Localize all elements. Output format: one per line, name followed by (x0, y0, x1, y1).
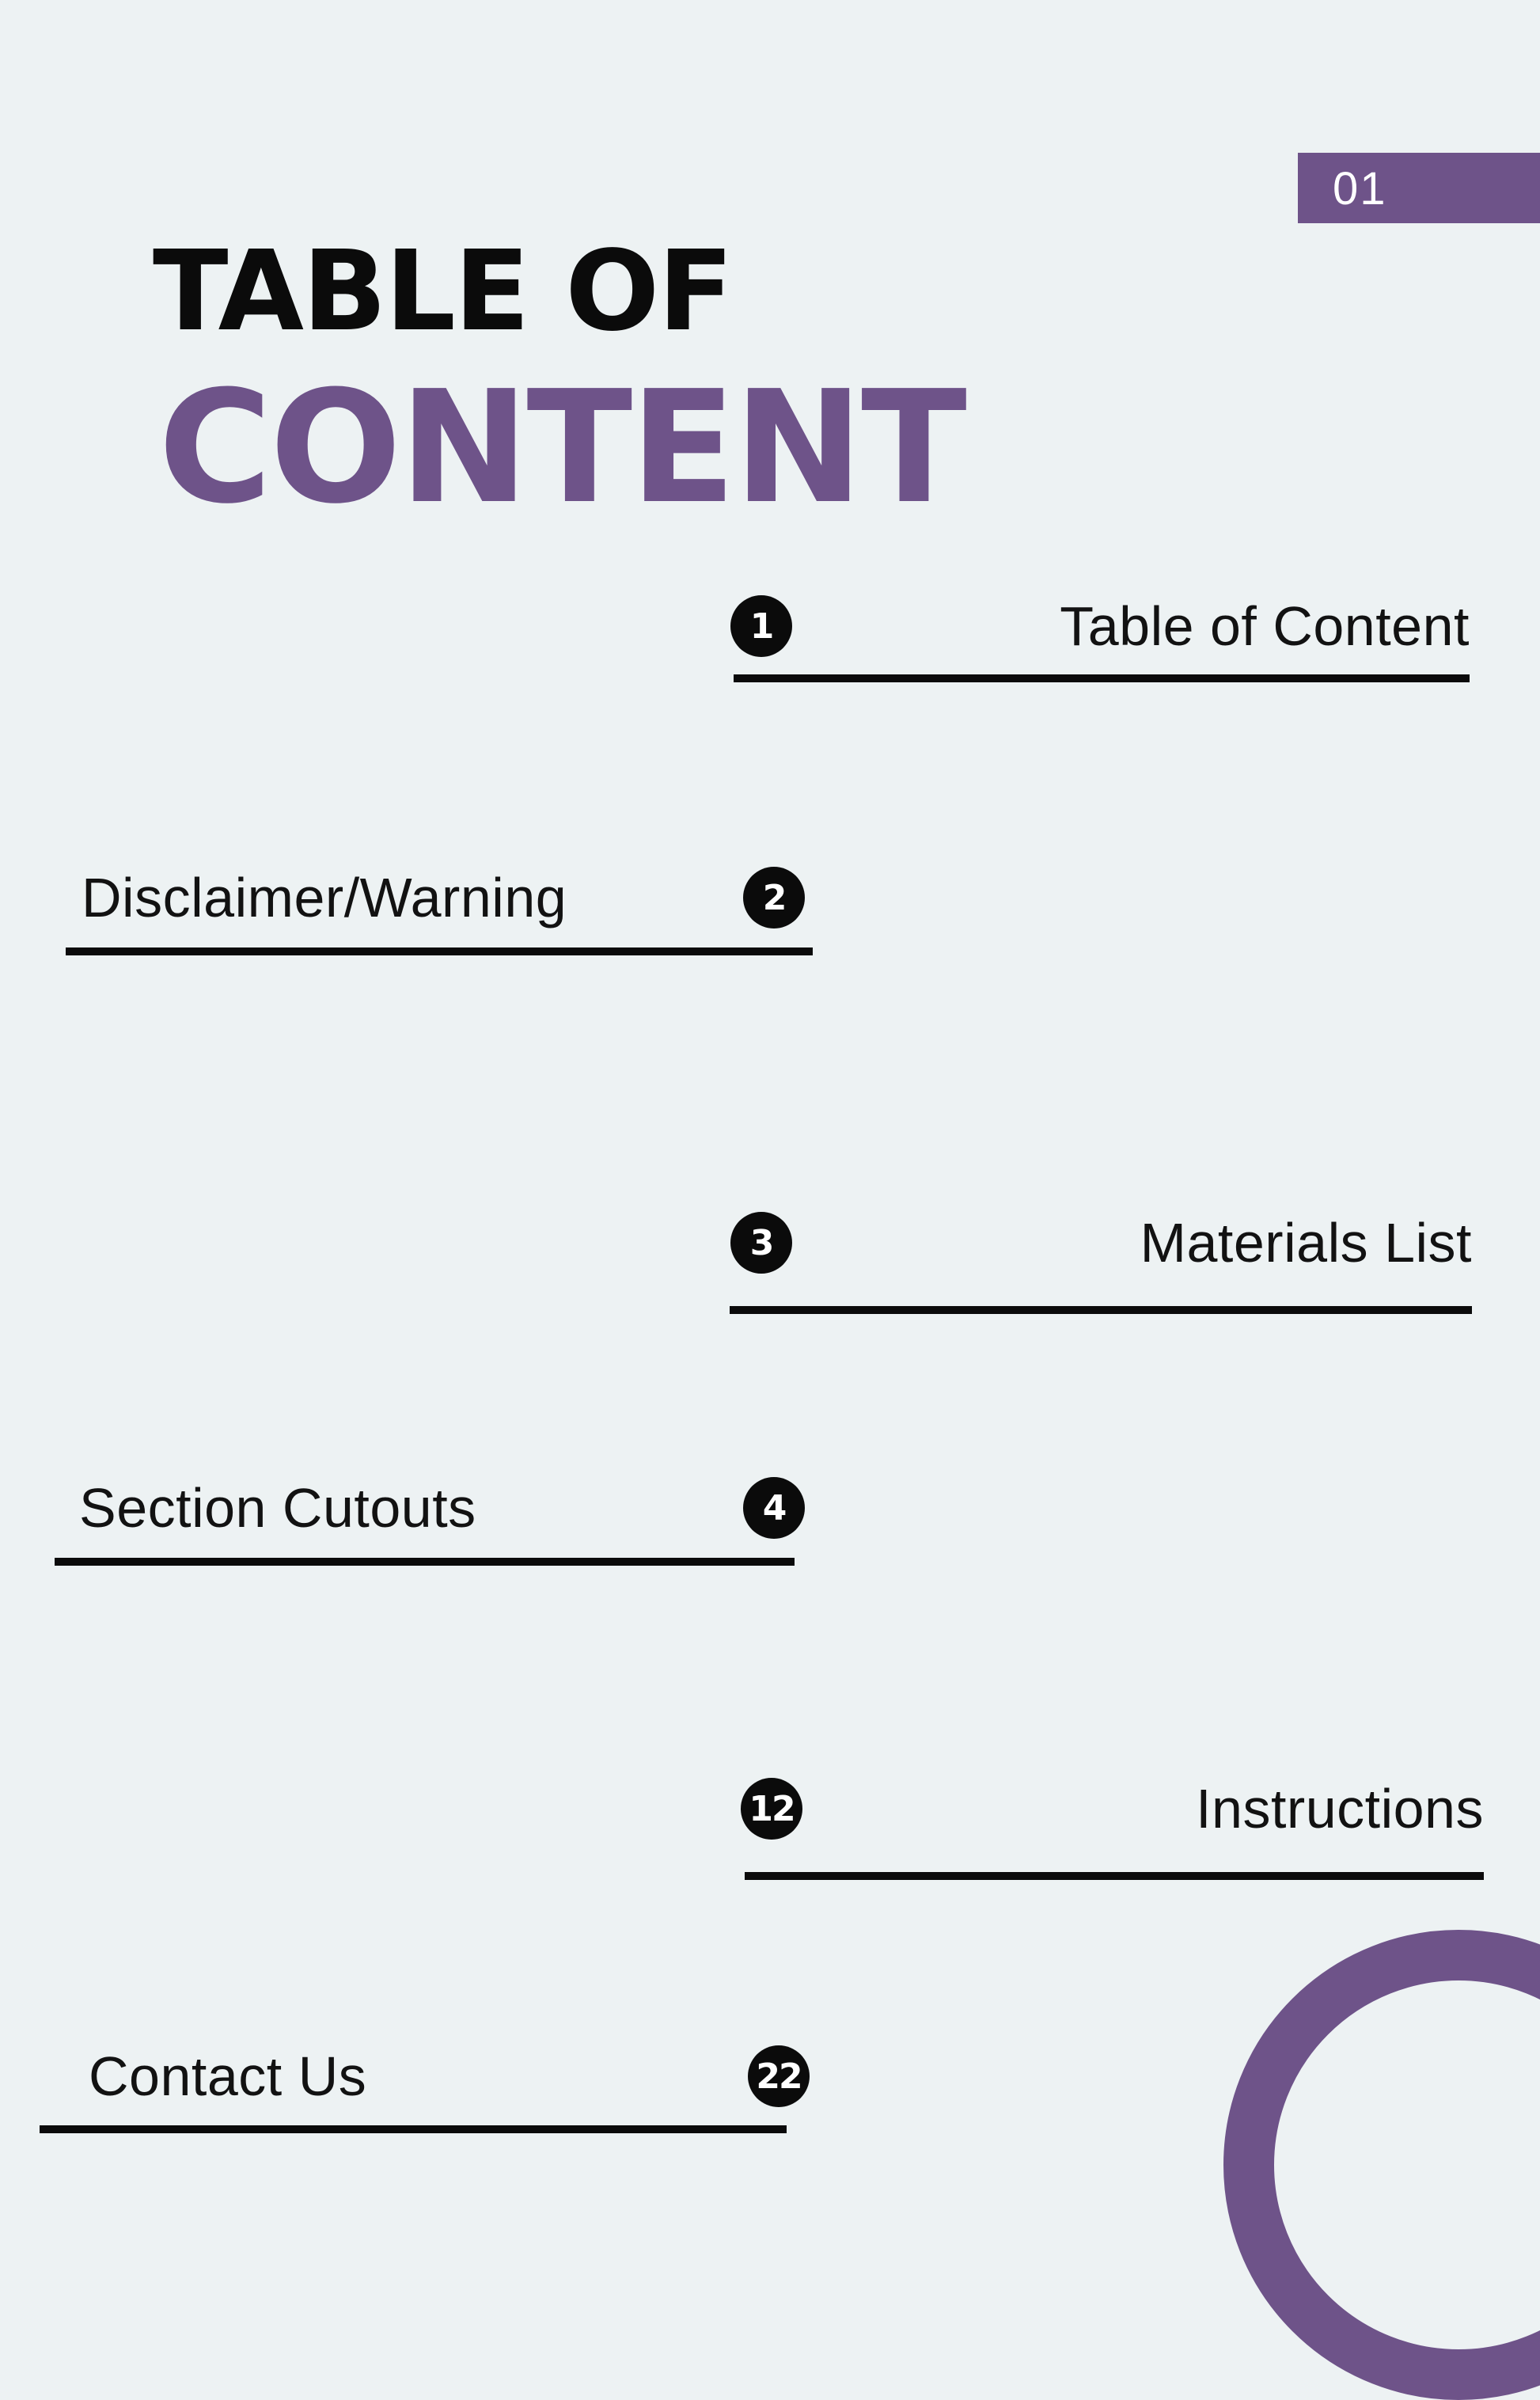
entry-label: Table of Content (1060, 595, 1470, 657)
page-title-line-1: TABLE OF (153, 227, 734, 356)
entry-label: Contact Us (89, 2045, 367, 2107)
entry-label: Disclaimer/Warning (82, 867, 567, 928)
entry-underline (66, 947, 813, 955)
entry-underline (734, 674, 1470, 682)
page-title-line-2: CONTENT (158, 358, 967, 538)
entry-number-badge: 3 (730, 1212, 792, 1274)
entry-number-badge: 22 (748, 2045, 810, 2107)
entry-underline (730, 1306, 1472, 1314)
entry-number-badge: 1 (730, 595, 792, 657)
entry-label: Instructions (1196, 1778, 1484, 1840)
entry-label: Section Cutouts (79, 1477, 476, 1539)
entry-underline (745, 1872, 1484, 1880)
entry-label: Materials List (1140, 1212, 1472, 1274)
page-number-badge: 01 (1298, 153, 1540, 223)
page-background: { "page_badge": { "number": "01" }, "tit… (40, 153, 1540, 2400)
entry-number-badge: 4 (743, 1477, 805, 1539)
decorative-ring (1223, 1930, 1540, 2400)
entry-underline (40, 2125, 787, 2133)
entry-number-badge: 12 (741, 1778, 802, 1840)
entry-underline (55, 1558, 795, 1566)
entry-number-badge: 2 (743, 867, 805, 928)
